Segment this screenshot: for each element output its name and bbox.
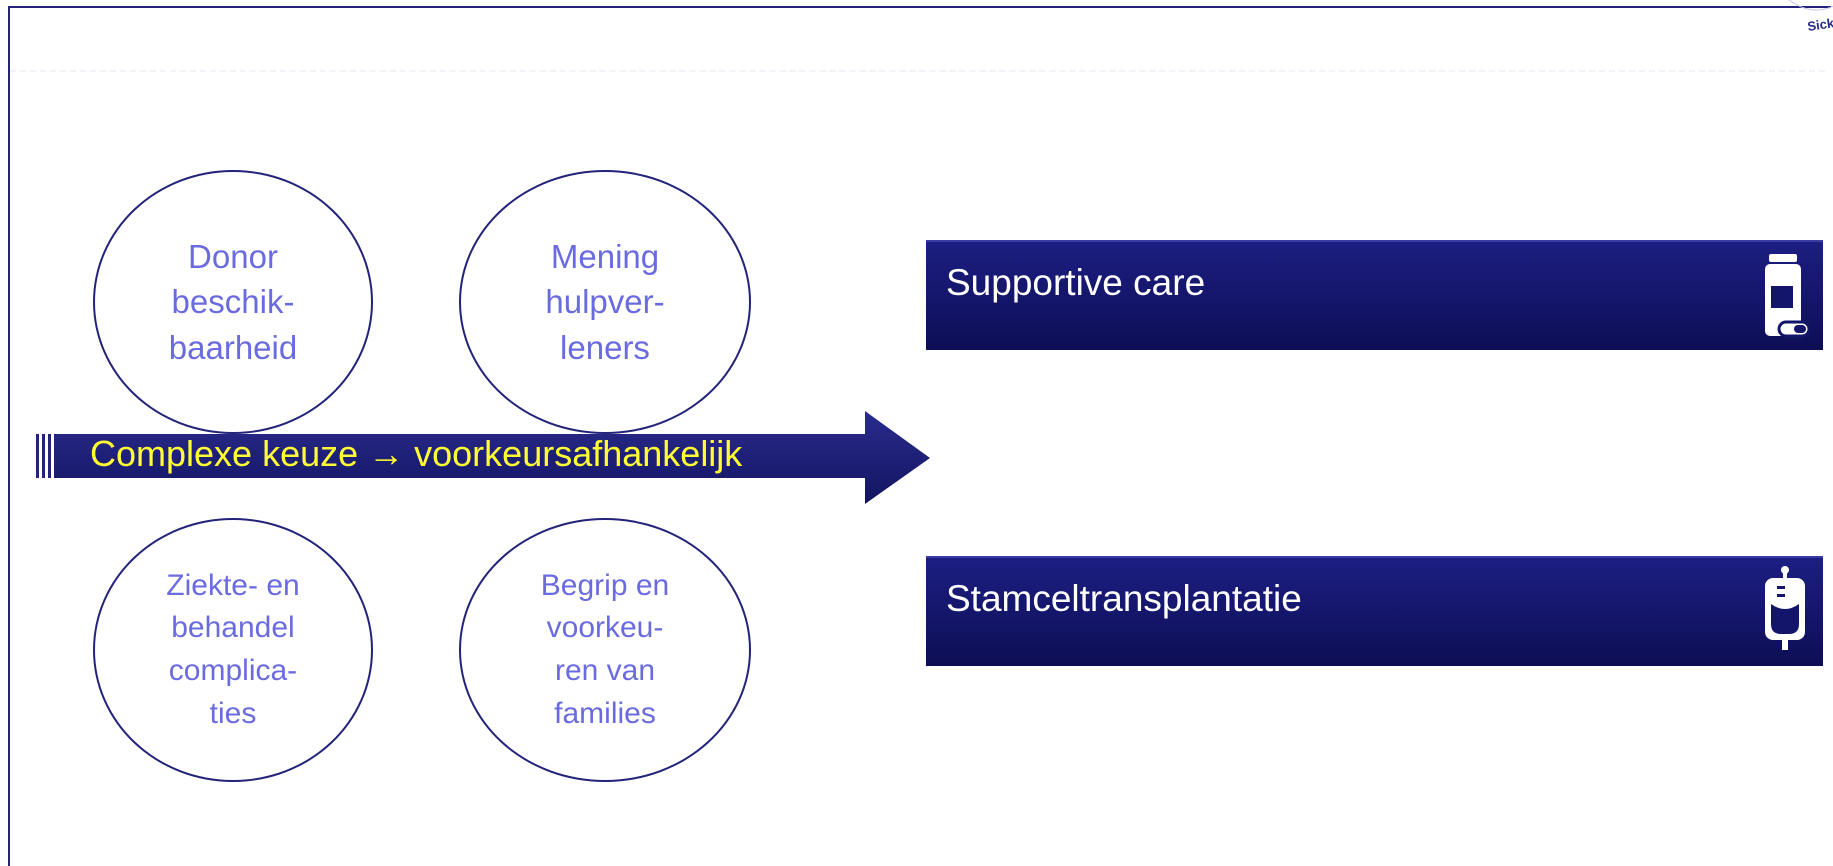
medicine-bottle-icon bbox=[1765, 254, 1809, 338]
sickle-cell-logo: Sickle Cell Ou bbox=[1788, 0, 1833, 34]
factor-label: Begrip en voorkeu- ren van families bbox=[540, 568, 670, 730]
factor-caregiver-opinion: Mening hulpver- leners bbox=[459, 170, 751, 434]
factor-label: Ziekte- en behandel complica- ties bbox=[166, 568, 300, 730]
decision-arrow bbox=[36, 411, 930, 504]
option-supportive-care: Supportive care bbox=[926, 240, 1823, 350]
option-label: Supportive care bbox=[946, 262, 1206, 303]
factor-label: Mening hulpver- leners bbox=[545, 238, 665, 366]
header-divider bbox=[10, 70, 1825, 72]
slide-frame bbox=[8, 6, 1831, 866]
logo-text: Sickle Cell Ou bbox=[1806, 7, 1833, 34]
factor-family-preferences: Begrip en voorkeu- ren van families bbox=[459, 518, 751, 782]
iv-bag-icon bbox=[1765, 566, 1805, 650]
arrow-label: Complexe keuze → voorkeursafhankelijk bbox=[90, 433, 743, 474]
option-label: Stamceltransplantatie bbox=[946, 578, 1302, 619]
factor-label: Donor beschik- baarheid bbox=[168, 238, 298, 366]
option-stem-cell-transplant: Stamceltransplantatie bbox=[926, 556, 1823, 666]
factor-donor-availability: Donor beschik- baarheid bbox=[93, 170, 373, 434]
factor-complications: Ziekte- en behandel complica- ties bbox=[93, 518, 373, 782]
